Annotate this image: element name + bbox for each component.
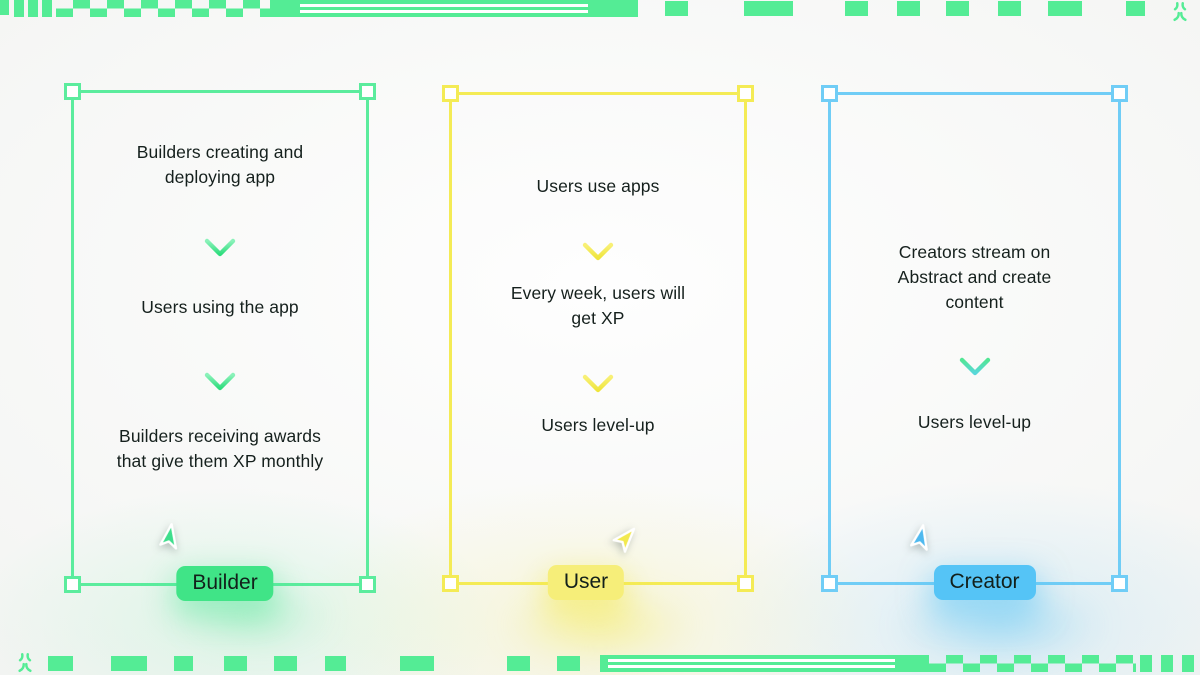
collaborator-cursor-green-icon	[159, 523, 178, 550]
pixel-block	[1126, 1, 1145, 16]
pixel-bar	[42, 0, 52, 17]
selection-handle[interactable]	[64, 576, 81, 593]
pixel-block	[111, 656, 147, 671]
selection-handle[interactable]	[442, 575, 459, 592]
pixel-block	[845, 1, 868, 16]
pixel-bar	[28, 0, 38, 17]
selection-handle[interactable]	[1111, 85, 1128, 102]
pixel-block	[946, 1, 969, 16]
selection-handle[interactable]	[737, 575, 754, 592]
pixel-block	[744, 1, 793, 16]
pixel-block	[174, 656, 193, 671]
flow-step: Users use apps	[536, 176, 660, 196]
abstract-spark-logo-icon	[18, 653, 32, 673]
striped-bar	[270, 0, 638, 17]
selection-handle[interactable]	[359, 83, 376, 100]
collaborator-cursor-blue-icon	[910, 524, 928, 551]
pixel-block	[325, 656, 346, 671]
pixel-block	[665, 1, 688, 16]
checkerboard-pattern	[56, 0, 270, 17]
selection-handle[interactable]	[64, 83, 81, 100]
builder-frame[interactable]: Builders creating and deploying app User…	[64, 83, 376, 601]
pixel-block	[1048, 1, 1082, 16]
pixel-block	[224, 656, 247, 671]
checkerboard-pattern	[929, 655, 1136, 672]
creator-frame[interactable]: Creators stream on Abstract and create c…	[821, 85, 1128, 600]
pixel-block	[507, 656, 530, 671]
pixel-block	[0, 0, 9, 15]
pixel-bar	[1182, 655, 1194, 672]
selection-handle[interactable]	[442, 85, 459, 102]
pixel-bar	[1161, 655, 1173, 672]
down-arrow-icon	[959, 335, 990, 376]
pixel-block	[48, 656, 73, 671]
flow-step: Users using the app	[141, 297, 299, 317]
collaborator-cursor-yellow-icon	[612, 527, 636, 553]
flow-step: Builders receiving awards that give them…	[116, 426, 324, 471]
selection-handle[interactable]	[1111, 575, 1128, 592]
flow-step: Every week, users will get XP	[510, 283, 686, 328]
pixel-block	[557, 656, 580, 671]
down-arrow-icon	[582, 352, 614, 393]
pixel-block	[998, 1, 1021, 16]
flow-step: Creators stream on Abstract and create c…	[897, 242, 1052, 312]
down-arrow-icon	[204, 350, 236, 391]
pixel-bar	[14, 0, 24, 17]
pixel-block	[400, 656, 434, 671]
flow-step: Users level-up	[917, 412, 1032, 432]
selection-handle[interactable]	[737, 85, 754, 102]
pixel-bar	[1140, 655, 1152, 672]
down-arrow-icon	[204, 216, 236, 257]
selection-handle[interactable]	[821, 575, 838, 592]
pixel-pattern-bottom	[0, 653, 1200, 673]
selection-handle[interactable]	[359, 576, 376, 593]
pixel-block	[897, 1, 920, 16]
flow-step: Users level-up	[541, 415, 655, 435]
flow-step: Builders creating and deploying app	[136, 142, 304, 187]
user-label[interactable]: User	[547, 565, 625, 600]
creator-label[interactable]: Creator	[933, 565, 1036, 600]
striped-bar	[600, 655, 929, 672]
builder-label[interactable]: Builder	[176, 566, 274, 601]
down-arrow-icon	[582, 220, 614, 261]
abstract-spark-logo-icon	[1173, 2, 1187, 22]
selection-handle[interactable]	[821, 85, 838, 102]
pixel-pattern-top	[0, 0, 1200, 22]
user-frame[interactable]: Users use apps Every week, users will ge…	[442, 85, 754, 600]
pixel-block	[274, 656, 297, 671]
